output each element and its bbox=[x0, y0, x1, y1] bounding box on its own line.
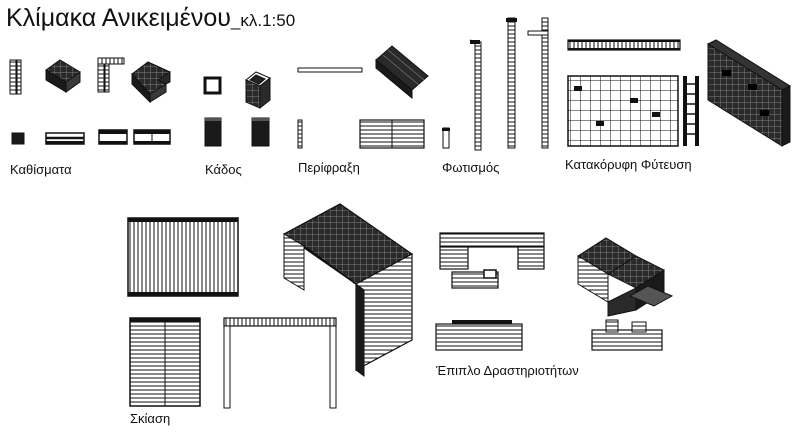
bin-group bbox=[203, 71, 271, 147]
seating-elevation-small bbox=[11, 132, 25, 145]
shading-front-elevation bbox=[129, 317, 201, 407]
bin-elevation-side bbox=[251, 117, 270, 147]
fencing-iso bbox=[375, 45, 429, 100]
planting-side-ladder bbox=[683, 76, 699, 146]
fencing-elevation bbox=[359, 119, 425, 149]
label-lighting: Φωτισμός bbox=[442, 160, 500, 175]
shading-group bbox=[127, 203, 414, 409]
label-activity-furniture: Έπιπλο Δραστηριοτήτων bbox=[436, 363, 579, 378]
seating-group bbox=[9, 57, 172, 145]
planting-iso-frame bbox=[706, 39, 792, 147]
activity-plan bbox=[439, 232, 545, 289]
planting-plan-strip bbox=[567, 39, 681, 51]
seating-iso-corner bbox=[131, 61, 172, 104]
shading-side-elevation bbox=[223, 317, 337, 409]
seating-elevation-corner-a bbox=[98, 129, 128, 145]
activity-front-elevation bbox=[435, 320, 523, 351]
label-shading: Σκίαση bbox=[130, 411, 171, 426]
page-title: Κλίμακα Ανικειμένου_κλ.1:50 bbox=[6, 4, 295, 33]
activity-side-elevation bbox=[591, 319, 663, 351]
fencing-plan bbox=[297, 67, 363, 73]
planting-elevation-grid bbox=[567, 75, 679, 147]
label-fencing: Περίφραξη bbox=[298, 160, 360, 175]
vertical-planting-group bbox=[567, 39, 792, 147]
label-bin: Κάδος bbox=[205, 162, 242, 177]
fencing-section bbox=[297, 119, 303, 149]
title-main: Κλίμακα Ανικειμένου bbox=[6, 4, 231, 32]
fencing-group bbox=[297, 45, 429, 149]
lighting-bollard bbox=[442, 127, 450, 149]
bin-plan bbox=[203, 76, 222, 95]
label-seating: Καθίσματα bbox=[10, 162, 72, 177]
bin-iso bbox=[245, 71, 271, 110]
seating-iso-bench bbox=[45, 59, 81, 93]
lighting-pole-b bbox=[506, 17, 517, 149]
seating-elevation-corner-b bbox=[133, 129, 171, 145]
lighting-pole-a bbox=[469, 39, 482, 151]
shading-iso bbox=[282, 203, 414, 377]
bin-elevation-front bbox=[204, 117, 222, 147]
seating-plan-bench bbox=[9, 59, 22, 95]
lighting-group bbox=[442, 17, 549, 151]
activity-iso bbox=[577, 237, 674, 317]
shading-plan bbox=[127, 217, 239, 297]
activity-furniture-group bbox=[435, 232, 674, 351]
label-vertical-planting: Κατακόρυφη Φύτευση bbox=[565, 157, 692, 172]
title-scale: _κλ.1:50 bbox=[230, 11, 296, 30]
lighting-pole-c bbox=[527, 17, 549, 149]
seating-plan-corner bbox=[97, 57, 125, 93]
seating-elevation-bench bbox=[45, 132, 85, 145]
